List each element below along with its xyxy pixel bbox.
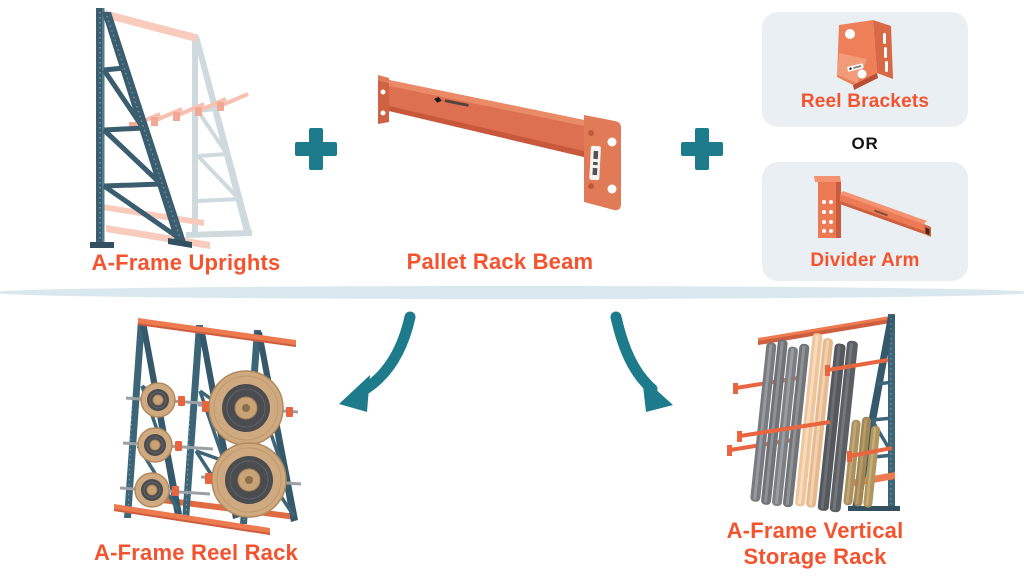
or-label: OR	[851, 134, 879, 153]
curved-arrow-down-right-icon	[610, 311, 673, 412]
a-frame-reel-rack-label: A-Frame Reel Rack	[94, 540, 298, 565]
a-frame-vertical-storage-rack-label: A-Frame Vertical Storage Rack	[726, 518, 904, 569]
curved-arrow-down-left-icon	[339, 311, 416, 412]
section-divider	[0, 286, 1024, 299]
beam-body	[389, 80, 584, 157]
plus-icon	[295, 128, 337, 170]
arm-plate-holes	[822, 200, 833, 233]
divider-arm-label: Divider Arm	[810, 250, 920, 271]
ghost-upright	[186, 34, 252, 238]
dark-tubes	[817, 340, 858, 513]
plus-icon	[681, 128, 723, 170]
divider-arms-front	[737, 358, 893, 462]
bracket-sticker	[847, 63, 864, 72]
axle-clamps	[172, 396, 293, 496]
a-frame-vertical-storage-rack-illustration	[727, 314, 900, 513]
reel-brackets-card: Reel Brackets	[762, 12, 968, 127]
tube-bundles	[750, 333, 881, 513]
divider-arm-illustration	[814, 176, 931, 238]
beam-left-endplate	[378, 75, 389, 124]
front-upright	[90, 8, 192, 248]
beam-logo	[434, 96, 469, 107]
beam-right-endplate	[584, 115, 621, 211]
pallet-rack-beam-label: Pallet Rack Beam	[406, 249, 594, 274]
a-frame-reel-rack-illustration	[114, 318, 302, 535]
a-frame-uprights-label: A-Frame Uprights	[91, 250, 281, 275]
beam-sticker	[589, 145, 601, 181]
reel-bracket-illustration	[837, 20, 893, 90]
cable-reels	[134, 370, 287, 518]
divider-arm-card: Divider Arm	[762, 162, 968, 281]
a-frame-uprights-illustration	[90, 8, 252, 249]
khaki-tubes	[843, 416, 881, 508]
pallet-rack-beam-illustration	[378, 75, 621, 211]
reel-brackets-label: Reel Brackets	[800, 91, 930, 112]
